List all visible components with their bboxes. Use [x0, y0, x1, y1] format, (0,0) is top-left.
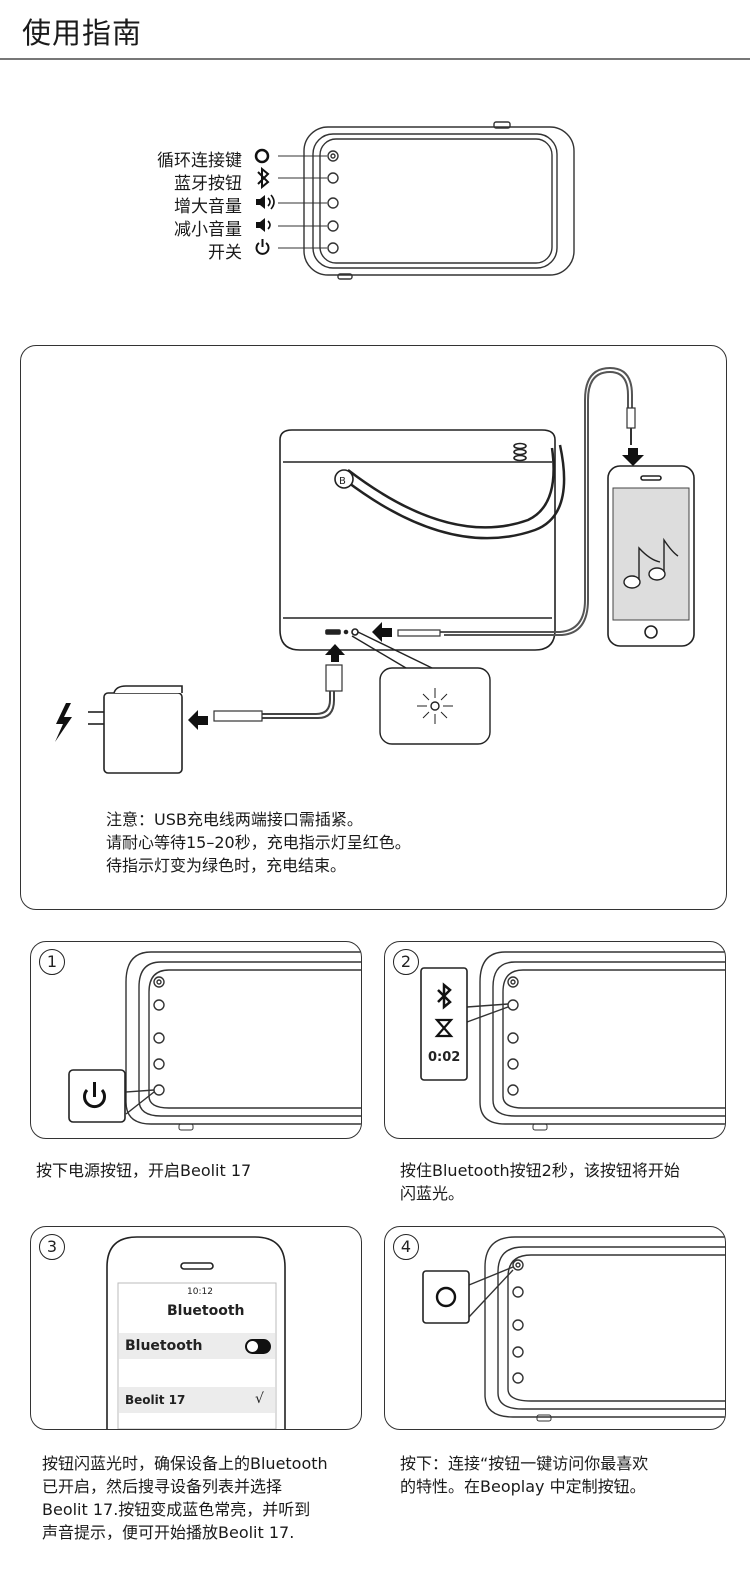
arrow-icon — [188, 448, 644, 730]
phone-screen-title: Bluetooth — [167, 1303, 245, 1319]
label-volume-down: 减小音量 — [174, 220, 242, 240]
step-4-caption-line-2: 的特性。在Beoplay 中定制按钮。 — [400, 1477, 646, 1496]
label-bluetooth: 蓝牙按钮 — [174, 174, 242, 194]
loop-connect-icon — [435, 1286, 457, 1308]
speaker-top-diagram — [254, 121, 575, 280]
speaker-top-view — [422, 1236, 725, 1422]
volume-down-icon — [256, 218, 271, 232]
charging-diagram: B — [55, 366, 695, 774]
step-2-panel: 0:02 2 — [384, 941, 726, 1139]
phone-clock: 10:12 — [187, 1287, 213, 1297]
label-volume-up: 增大音量 — [174, 197, 242, 217]
step-1-panel: 1 — [30, 941, 362, 1139]
step-3-caption-line-3: Beolit 17.按钮变成蓝色常亮，并听到 — [42, 1500, 311, 1519]
timer-text: 0:02 — [428, 1050, 461, 1065]
step-3-caption-line-1: 按钮闪蓝光时，确保设备上的Bluetooth — [42, 1454, 328, 1473]
speaker-top-view — [420, 951, 725, 1131]
volume-up-icon — [256, 194, 275, 210]
bluetooth-toggle-label: Bluetooth — [125, 1338, 203, 1354]
power-adapter-icon — [88, 685, 183, 774]
step-number: 1 — [39, 949, 65, 975]
page-title: 使用指南 — [22, 16, 143, 50]
speaker-front-view: B — [279, 429, 566, 651]
phone-icon — [106, 1236, 286, 1429]
step-4-panel: 4 — [384, 1226, 726, 1430]
step-3-caption-line-4: 声音提示，便可开始播放Beolit 17. — [42, 1523, 295, 1542]
aux-cable — [397, 366, 636, 637]
phone-icon — [607, 465, 695, 647]
speaker-top-view — [68, 951, 361, 1131]
step-1-caption: 按下电源按钮，开启Beolit 17 — [36, 1161, 252, 1180]
indicator-light-callout — [351, 631, 491, 745]
power-icon — [83, 1082, 106, 1109]
step-4-caption-line-1: 按下：连接“按钮一键访问你最喜欢 — [400, 1454, 649, 1473]
charging-note-2: 请耐心等待15–20秒，充电指示灯呈红色。 — [106, 833, 411, 852]
device-list-item: Beolit 17 — [125, 1393, 186, 1407]
title-divider — [0, 58, 750, 60]
bluetooth-icon — [437, 982, 452, 1010]
speaker-top-view — [303, 121, 575, 280]
step-3-caption-line-2: 已开启，然后搜寻设备列表并选择 — [42, 1477, 283, 1496]
step-2-caption-line-1: 按住Bluetooth按钮2秒，该按钮将开始 — [400, 1161, 680, 1180]
step-number: 4 — [393, 1234, 419, 1260]
step-number: 3 — [39, 1234, 65, 1260]
step-2-caption-line-2: 闪蓝光。 — [400, 1184, 465, 1203]
step-number: 2 — [393, 949, 419, 975]
music-note-icon — [623, 537, 679, 589]
hourglass-icon — [434, 1018, 454, 1038]
loop-connect-icon — [254, 148, 270, 164]
charging-note-3: 待指示灯变为绿色时，充电结束。 — [106, 856, 347, 875]
step-3-panel: 10:12 Bluetooth Bluetooth Beolit 17 √ 3 — [30, 1226, 362, 1430]
usb-cable — [213, 664, 343, 722]
bluetooth-icon — [257, 166, 270, 190]
lightning-icon — [55, 703, 72, 742]
power-icon — [255, 239, 270, 255]
checkmark-icon: √ — [255, 1391, 264, 1407]
label-power: 开关 — [208, 243, 242, 263]
svg-text:B: B — [339, 476, 346, 487]
toggle-switch — [245, 1339, 271, 1354]
charging-note-1: 注意：USB充电线两端接口需插紧。 — [106, 810, 363, 829]
label-loop-connect: 循环连接键 — [157, 151, 242, 171]
